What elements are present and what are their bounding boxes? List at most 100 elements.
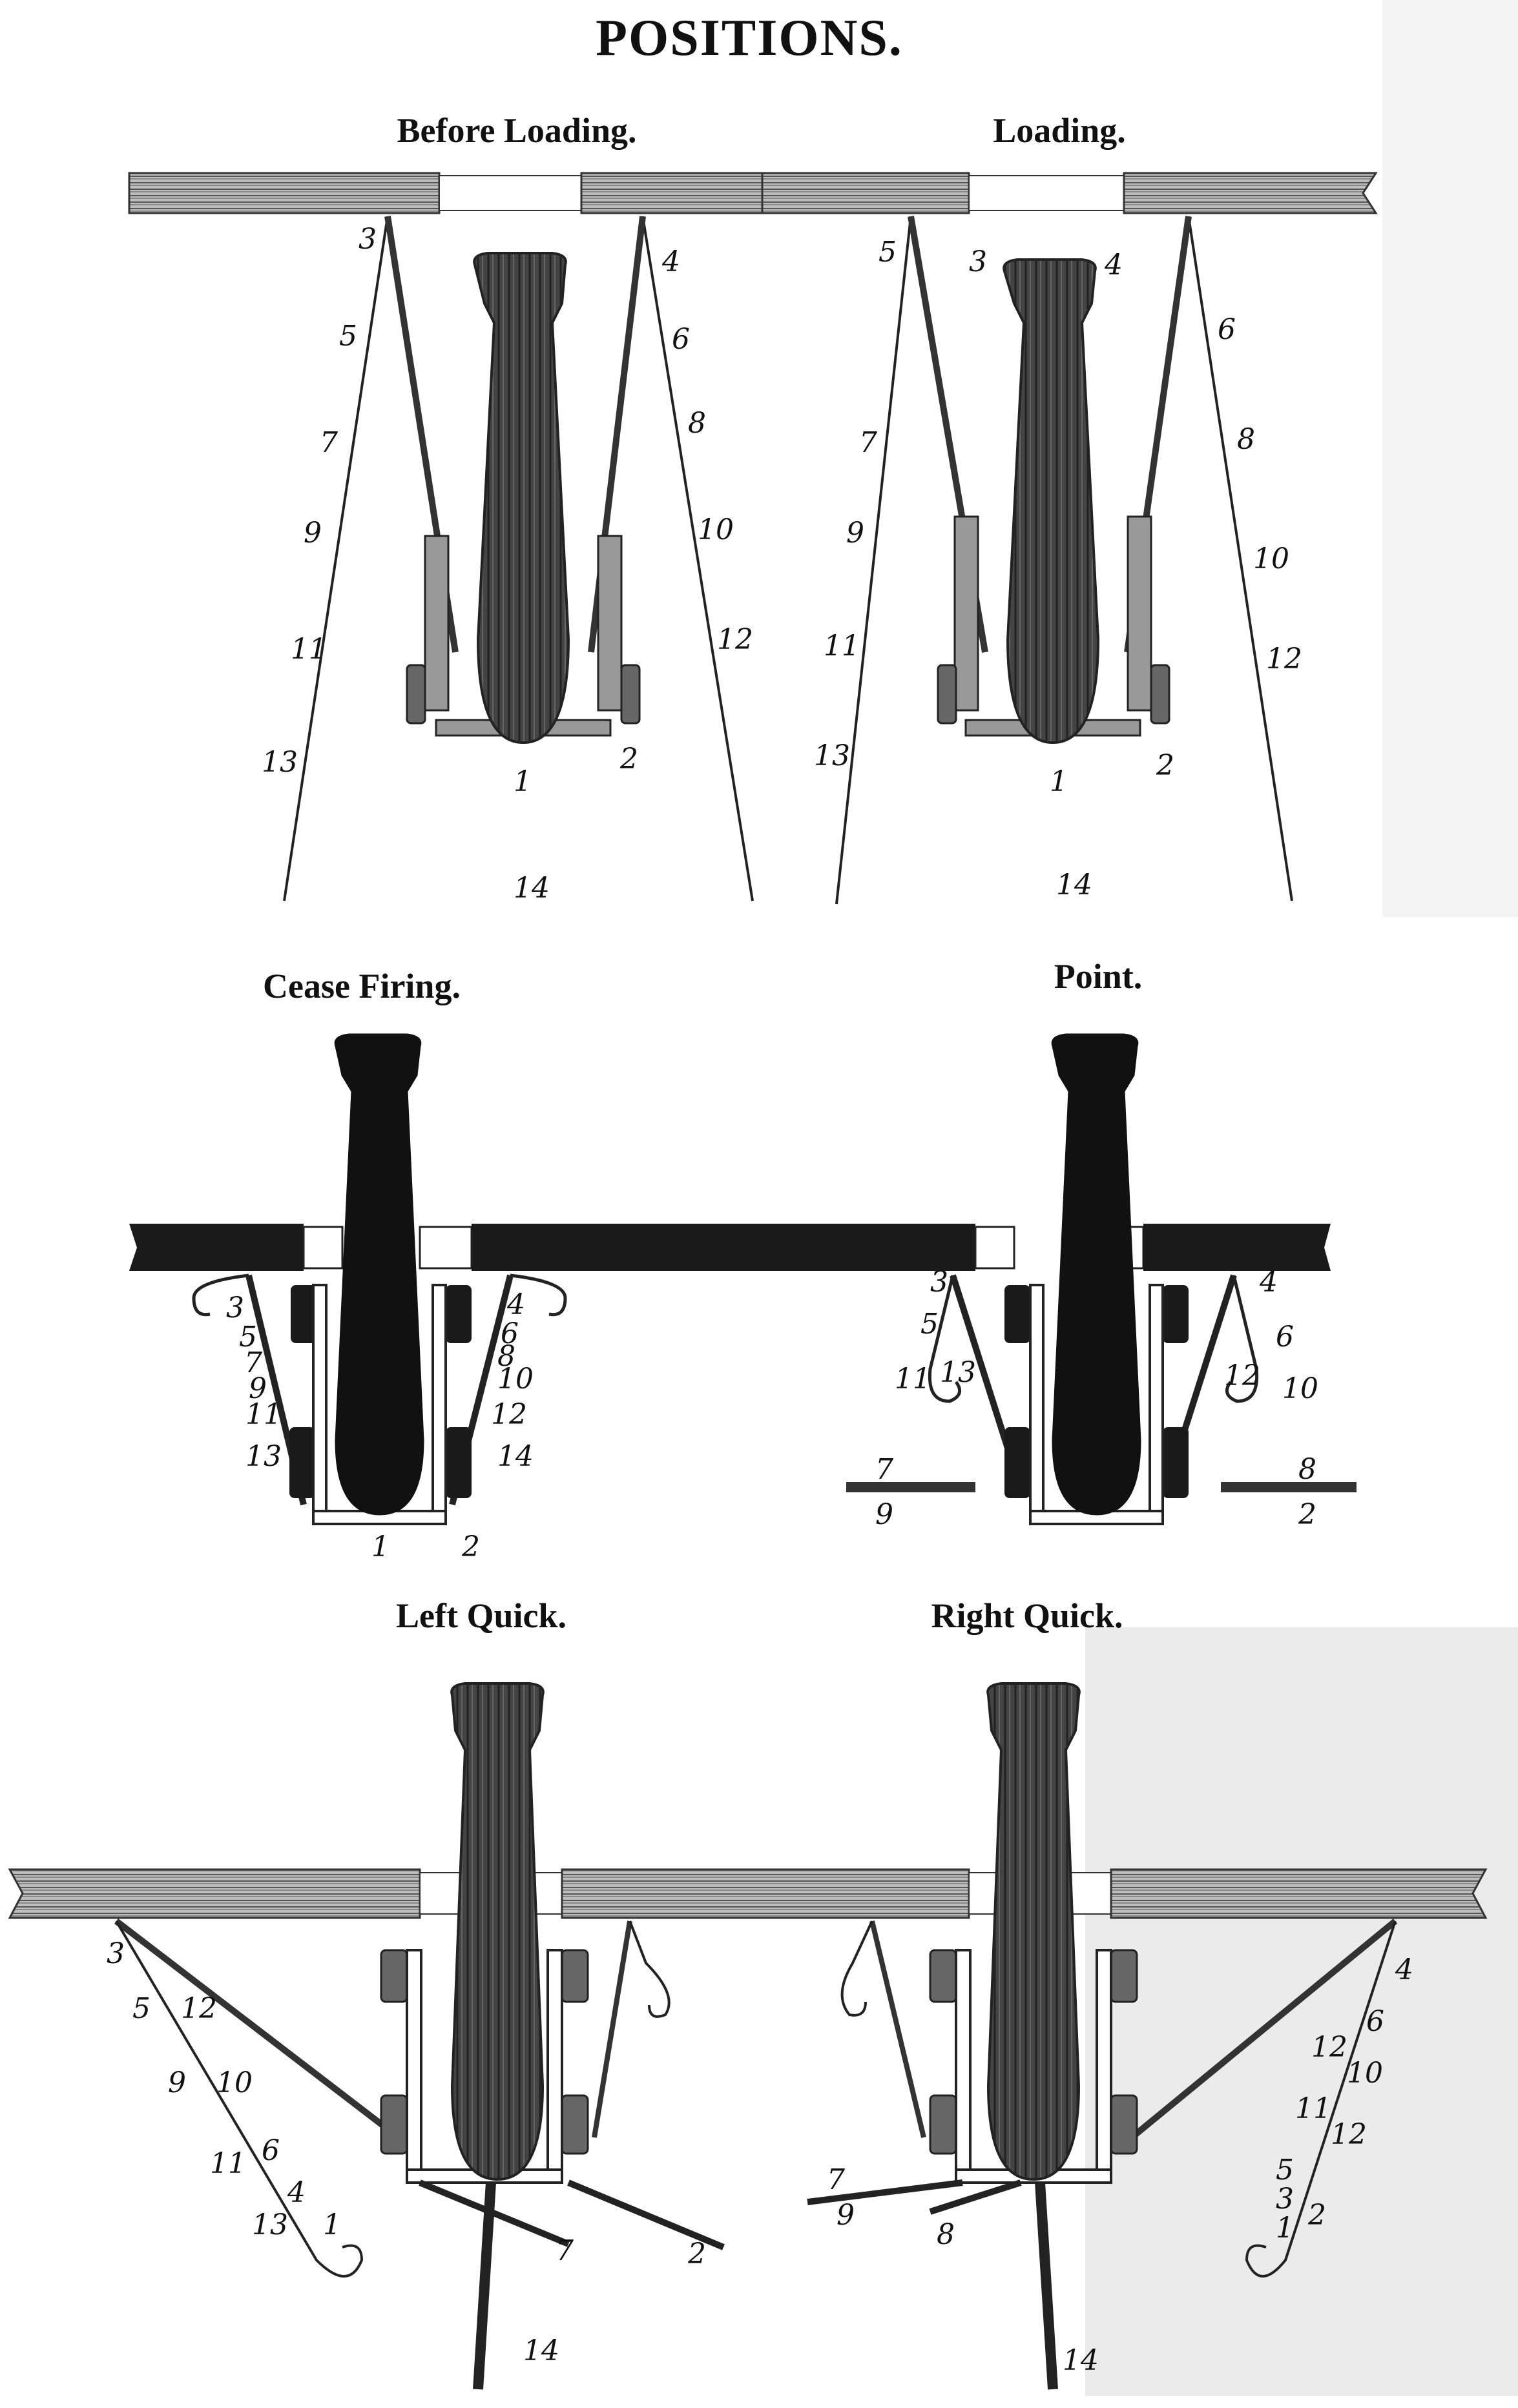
crew-number: 10 [698, 513, 734, 546]
crew-number: 11 [245, 1398, 282, 1431]
coiled-rope [629, 1920, 671, 2018]
crew-number: 3 [107, 1937, 125, 1970]
crew-number: 4 [506, 1288, 525, 1321]
deck-plank [128, 172, 441, 214]
coiled-rope [192, 1273, 249, 1317]
panel-caption: Before Loading. [397, 111, 636, 150]
gun-port [302, 1226, 344, 1270]
crew-number: 10 [1282, 1372, 1318, 1405]
crew-number: 11 [1295, 2092, 1331, 2125]
crew-number: 12 [181, 1992, 217, 2025]
panel-caption: Right Quick. [931, 1596, 1123, 1635]
crew-number: 5 [879, 236, 897, 269]
deck-plank [1123, 172, 1378, 214]
crew-number: 4 [1259, 1266, 1278, 1299]
carriage-cheek [431, 1284, 447, 1525]
truck-wheel [561, 2094, 589, 2155]
crew-number: 7 [244, 1346, 262, 1379]
truck-wheel [929, 1949, 957, 2003]
tackle-rope [1245, 1920, 1397, 2278]
handspike [929, 2179, 1022, 2215]
carriage-cheek [1029, 1284, 1045, 1525]
page-edge-shade [1382, 0, 1518, 917]
crew-number: 10 [1347, 2057, 1383, 2090]
cannon [450, 1682, 545, 2181]
cannon [1051, 1033, 1141, 1516]
crew-number: 3 [359, 223, 377, 256]
crew-number: 11 [291, 633, 327, 666]
panel-caption: Cease Firing. [263, 967, 461, 1005]
crew-number: 9 [837, 2199, 855, 2232]
crew-number: 5 [239, 1321, 257, 1353]
crew-number: 4 [661, 245, 680, 278]
crew-number: 12 [1224, 1359, 1260, 1392]
deck-plank [1110, 1868, 1488, 1919]
crew-number: 9 [875, 1498, 893, 1531]
crew-number: 1 [1050, 765, 1068, 798]
panel-before-loading: Before Loading. 3 5 7 9 11 13 4 6 8 10 1… [128, 111, 764, 905]
panel-point: Point. 3 5 11 13 4 6 12 10 7 9 8 2 [846, 957, 1357, 1531]
gun-port [974, 1226, 1015, 1270]
crew-number: 6 [672, 323, 690, 356]
crew-number: 12 [491, 1398, 527, 1431]
crew-number: 4 [1104, 249, 1123, 282]
carriage-cheek [312, 1284, 328, 1525]
gun-port [439, 175, 582, 211]
carriage-cheek [424, 535, 450, 712]
crew-number: 8 [1237, 423, 1255, 456]
crew-number: 12 [1266, 643, 1302, 675]
truck-wheel [561, 1949, 589, 2003]
crew-number: 2 [1156, 749, 1174, 782]
crew-number: 13 [814, 739, 850, 772]
crew-number: 11 [210, 2147, 246, 2180]
crew-number: 3 [1276, 2183, 1294, 2216]
crew-number: 7 [556, 2234, 574, 2267]
coiled-rope [928, 1275, 962, 1403]
carriage-cheek [953, 515, 979, 712]
crew-number: 11 [895, 1363, 931, 1395]
gun-port [968, 175, 1125, 211]
crew-number: 2 [687, 2238, 706, 2270]
truck-wheel [937, 664, 957, 725]
crew-number: 7 [875, 1453, 893, 1486]
crew-number: 3 [969, 245, 987, 278]
deck-plank [129, 1224, 304, 1271]
handspike [807, 2179, 963, 2205]
crew-number: 13 [940, 1356, 976, 1389]
crew-number: 2 [1298, 1498, 1316, 1531]
crew-number: 14 [497, 1440, 534, 1473]
truck-wheel [380, 2094, 408, 2155]
crew-number: 8 [497, 1340, 515, 1373]
tackle-rope [115, 1920, 364, 2278]
handspike [567, 2179, 725, 2250]
crew-number: 9 [168, 2066, 186, 2099]
middle-deck [129, 1224, 1331, 1271]
crew-number: 14 [514, 872, 550, 905]
truck-wheel [1150, 664, 1170, 725]
lower-deck [8, 1868, 1488, 1919]
panel-right-quick: Right Quick. 4 6 12 10 11 12 5 3 1 2 7 9… [807, 1596, 1413, 2390]
handspike [1221, 1482, 1357, 1492]
crew-number: 2 [619, 743, 638, 776]
crew-number: 6 [262, 2134, 280, 2167]
truck-wheel [289, 1427, 315, 1498]
truck-wheel [1163, 1285, 1189, 1343]
crew-number: 9 [846, 517, 864, 550]
truck-wheel [446, 1285, 472, 1343]
page-title: POSITIONS. [596, 10, 903, 67]
crew-number: 8 [937, 2218, 955, 2251]
deck-plank [580, 172, 764, 214]
carriage-cheek [546, 1949, 563, 2184]
deck-plank [8, 1868, 421, 1919]
panel-left-quick: Left Quick. 3 5 12 9 10 11 6 4 1 13 7 2 … [107, 1596, 725, 2390]
crew-number: 2 [461, 1530, 480, 1563]
carriage-cheek [406, 1949, 422, 2184]
crew-number: 13 [245, 1440, 282, 1473]
page-shade-patch [1085, 1627, 1518, 2396]
crew-number: 4 [287, 2176, 306, 2209]
tackle-rope [283, 216, 389, 901]
crew-number: 13 [262, 746, 298, 779]
truck-wheel [620, 664, 641, 725]
crew-number: 10 [497, 1363, 534, 1395]
